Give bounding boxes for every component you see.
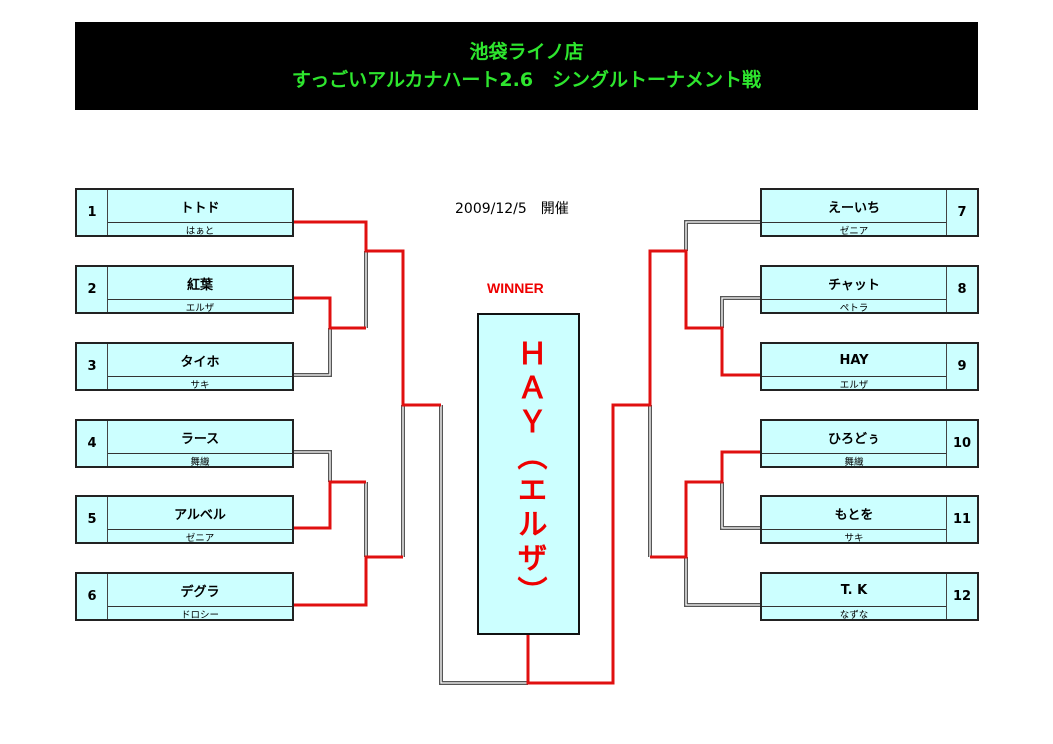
seed-number: 5 bbox=[77, 497, 108, 542]
seed-number: 9 bbox=[946, 344, 977, 389]
player-entry: 6 デグラ ドロシー bbox=[75, 572, 294, 621]
player-name: 紅葉 bbox=[108, 267, 292, 300]
player-name: えーいち bbox=[762, 190, 946, 223]
seed-number: 2 bbox=[77, 267, 108, 312]
player-character: 舞織 bbox=[844, 457, 864, 468]
player-name: ひろどぅ bbox=[762, 421, 946, 454]
seed-number: 4 bbox=[77, 421, 108, 466]
seed-number: 8 bbox=[946, 267, 977, 312]
player-name: もとを bbox=[762, 497, 946, 530]
player-character: エルザ bbox=[839, 380, 869, 391]
winner-label: WINNER bbox=[487, 280, 544, 296]
player-entry: 3 タイホ サキ bbox=[75, 342, 294, 391]
seed-number: 6 bbox=[77, 574, 108, 619]
player-character: ペトラ bbox=[839, 303, 869, 314]
seed-number: 7 bbox=[946, 190, 977, 235]
player-name: ラース bbox=[108, 421, 292, 454]
player-character: 舞織 bbox=[190, 457, 210, 468]
player-name: T. K bbox=[762, 574, 946, 607]
seed-number: 3 bbox=[77, 344, 108, 389]
player-character: はぁと bbox=[185, 226, 215, 237]
player-entry: 4 ラース 舞織 bbox=[75, 419, 294, 468]
winner-box: ＨＡＹ（エルザ） bbox=[477, 313, 580, 635]
player-character: ゼニア bbox=[839, 226, 869, 237]
player-name: デグラ bbox=[108, 574, 292, 607]
player-name: トトド bbox=[108, 190, 292, 223]
player-name: チャット bbox=[762, 267, 946, 300]
player-character: ゼニア bbox=[185, 533, 215, 544]
player-character: エルザ bbox=[185, 303, 215, 314]
store-name: 池袋ライノ店 bbox=[469, 41, 584, 63]
player-entry: 7 えーいち ゼニア bbox=[760, 188, 979, 237]
player-name: HAY bbox=[762, 344, 946, 377]
player-entry: 12 T. K なずな bbox=[760, 572, 979, 621]
seed-number: 10 bbox=[946, 421, 977, 466]
player-entry: 2 紅葉 エルザ bbox=[75, 265, 294, 314]
player-entry: 11 もとを サキ bbox=[760, 495, 979, 544]
title-banner: 池袋ライノ店 すっごいアルカナハート2.6 シングルトーナメント戦 bbox=[75, 22, 978, 110]
seed-number: 1 bbox=[77, 190, 108, 235]
player-entry: 5 アルベル ゼニア bbox=[75, 495, 294, 544]
tournament-title: すっごいアルカナハート2.6 シングルトーナメント戦 bbox=[291, 69, 762, 91]
winning-lines bbox=[294, 220, 760, 685]
player-name: タイホ bbox=[108, 344, 292, 377]
event-date: 2009/12/5 開催 bbox=[455, 201, 569, 217]
player-entry: 8 チャット ペトラ bbox=[760, 265, 979, 314]
player-entry: 10 ひろどぅ 舞織 bbox=[760, 419, 979, 468]
player-character: サキ bbox=[844, 533, 864, 544]
player-entry: 1 トトド はぁと bbox=[75, 188, 294, 237]
seed-number: 12 bbox=[946, 574, 977, 619]
player-character: なずな bbox=[839, 610, 869, 621]
player-character: ドロシー bbox=[180, 610, 219, 621]
player-name: アルベル bbox=[108, 497, 292, 530]
seed-number: 11 bbox=[946, 497, 977, 542]
player-entry: 9 HAY エルザ bbox=[760, 342, 979, 391]
player-character: サキ bbox=[190, 380, 210, 391]
